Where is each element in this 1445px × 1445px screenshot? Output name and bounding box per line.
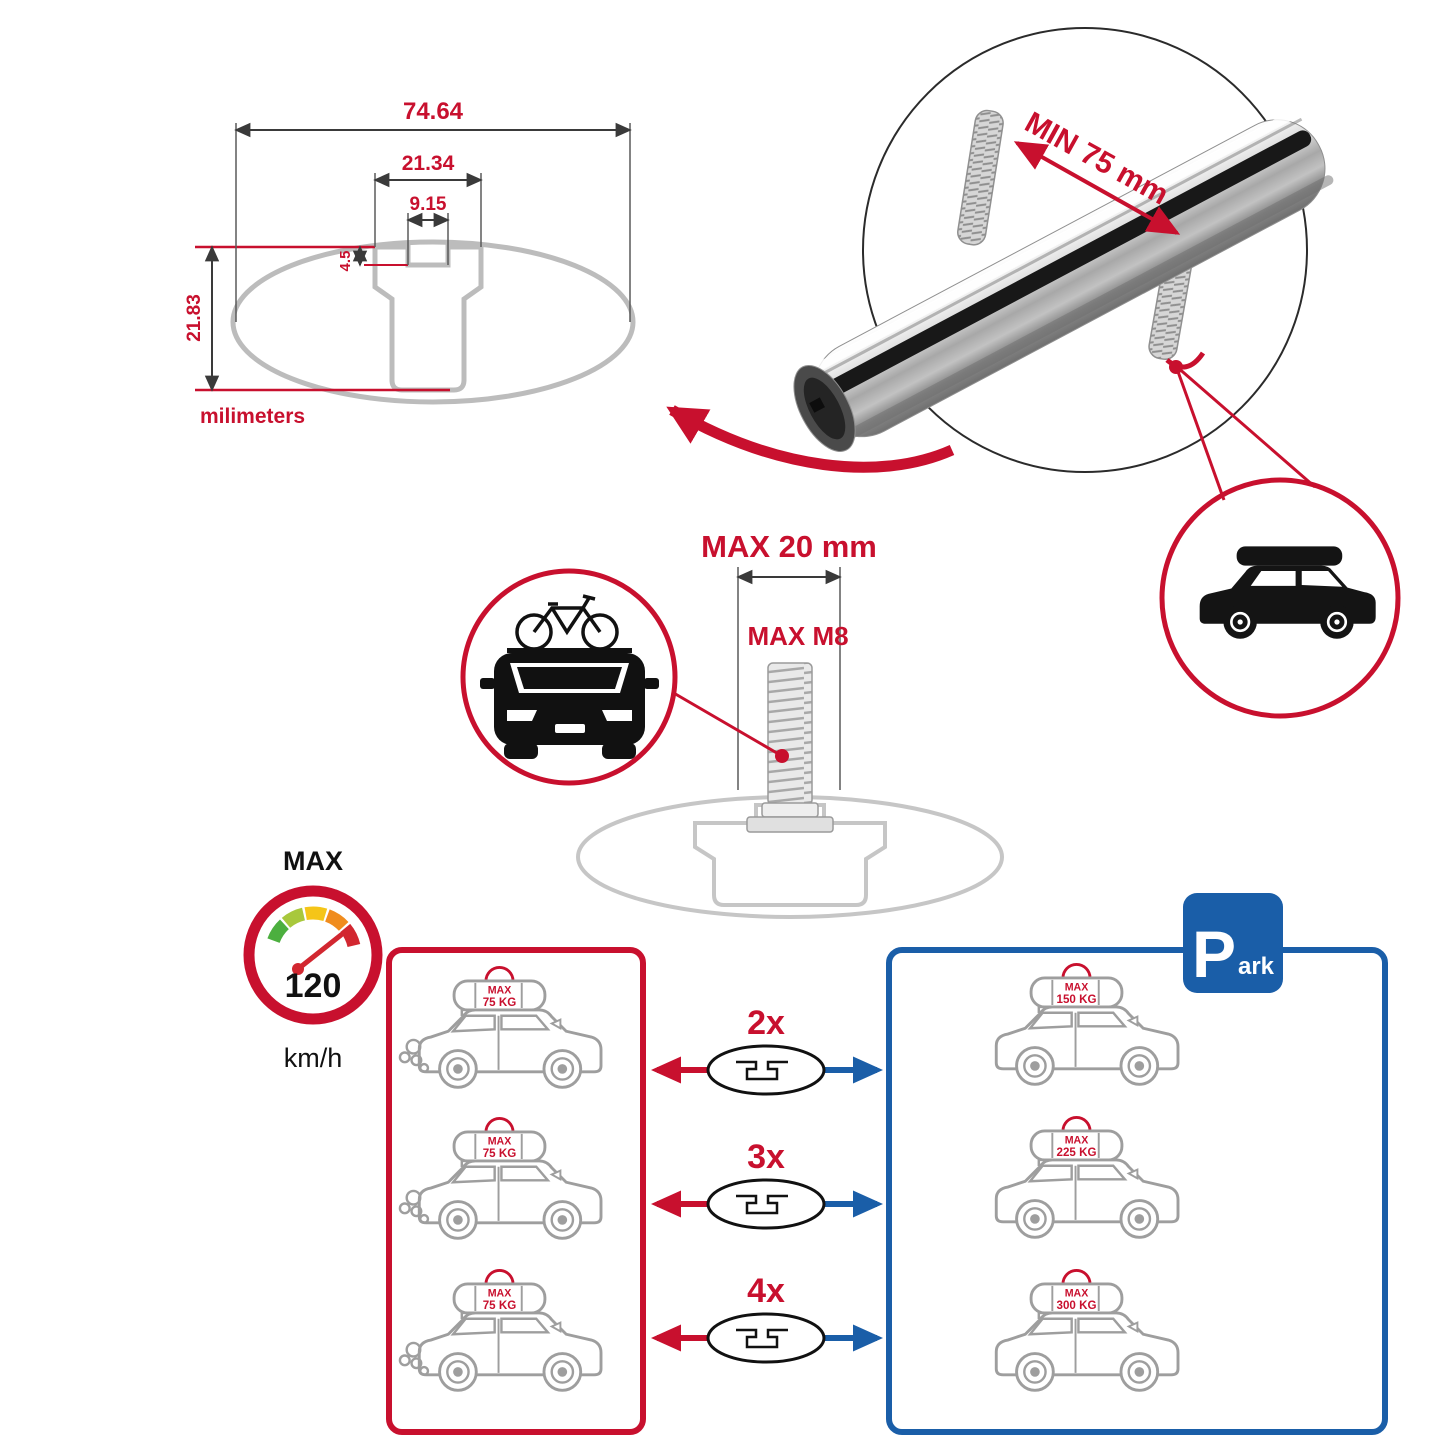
park-sign-text: ark — [1237, 953, 1275, 980]
speed-value: 120 — [285, 967, 342, 1005]
gauge-needle — [295, 932, 344, 972]
bar-count-label: 4x — [747, 1272, 785, 1310]
gauge-arcs — [267, 906, 361, 948]
dim-slot-depth: 4.5 — [337, 251, 354, 272]
bar-count-label: 2x — [747, 1004, 785, 1042]
load-label: MAX — [488, 985, 512, 997]
load-label: MAX — [488, 1136, 512, 1148]
dim-slot-width: 9.15 — [410, 194, 447, 215]
load-label: MAX — [1065, 982, 1089, 994]
load-label: MAX — [488, 1288, 512, 1300]
load-value: 75 KG — [483, 1299, 517, 1312]
bike-car-circle — [460, 568, 678, 786]
load-value: 300 KG — [1057, 1299, 1097, 1312]
load-label: MAX — [1065, 1135, 1089, 1147]
min-span-arrow — [1013, 141, 1181, 235]
dim-total-height: 21.83 — [184, 294, 205, 342]
parked-car-1: MAX 150 KG — [994, 962, 1180, 1086]
callout-dot — [1169, 360, 1183, 374]
driving-car-2: MAX 75 KG — [398, 1116, 603, 1240]
bar-count-row-2: 3x — [651, 1138, 883, 1230]
crossbar-count-icon — [706, 1044, 826, 1096]
driving-car-3: MAX 75 KG — [398, 1268, 603, 1392]
t-slot-profile-small — [693, 803, 887, 907]
load-value: 75 KG — [483, 1147, 517, 1160]
dim-channel-width: 21.34 — [402, 152, 455, 175]
t-slot-profile — [372, 244, 484, 393]
park-sign-letter: P — [1191, 917, 1236, 992]
crossbar-count-icon — [706, 1178, 826, 1230]
load-value: 150 KG — [1057, 993, 1097, 1006]
dim-total-width: 74.64 — [403, 98, 464, 125]
crossbar-count-icon — [706, 1312, 826, 1364]
load-value: 75 KG — [483, 996, 517, 1009]
driving-car-1: MAX 75 KG — [398, 965, 603, 1089]
roofbox-car-circle — [1159, 477, 1401, 719]
parked-car-2: MAX 225 KG — [994, 1115, 1180, 1239]
cross-section-diagram: 74.64 21.34 9.15 4.5 21.83 milimeters — [184, 98, 636, 428]
speed-max-label: MAX — [283, 846, 343, 876]
car-front-icon — [480, 648, 659, 759]
bar-count-row-1: 2x — [651, 1004, 883, 1096]
load-label: MAX — [1065, 1288, 1089, 1300]
bar-count-row-3: 4x — [651, 1272, 883, 1364]
bolt-max-length-label: MAX 20 mm — [701, 529, 877, 564]
speedometer-icon: MAX 120 km/h — [243, 846, 383, 1073]
units-label: milimeters — [200, 405, 305, 428]
speed-unit: km/h — [284, 1043, 343, 1073]
bolt-max-thread-label: MAX M8 — [747, 621, 848, 651]
load-value: 225 KG — [1057, 1146, 1097, 1159]
bar-count-label: 3x — [747, 1138, 785, 1176]
park-sign: P ark — [1183, 893, 1283, 993]
crossbar-photo: MIN 75 mm — [793, 27, 1334, 473]
parked-car-3: MAX 300 KG — [994, 1268, 1180, 1392]
